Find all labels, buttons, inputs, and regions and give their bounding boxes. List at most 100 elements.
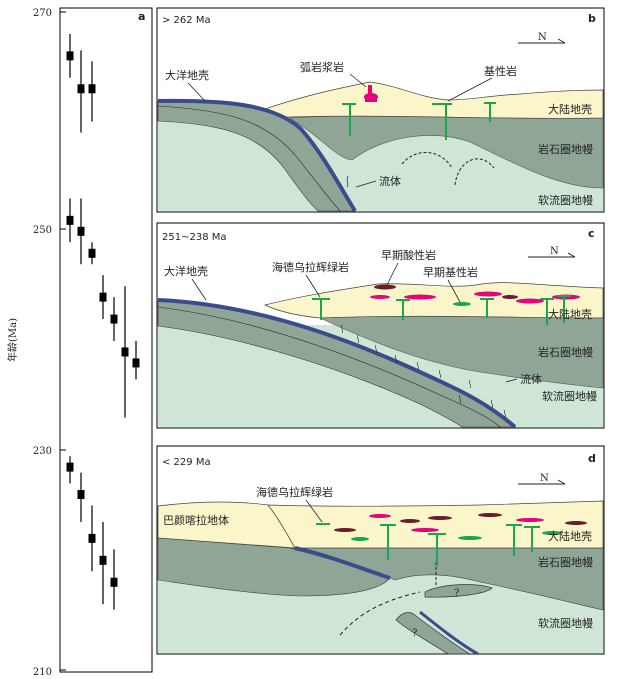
squiggle-c-2 <box>357 334 359 344</box>
north-arrow-c: N <box>528 246 576 258</box>
age-point <box>77 84 85 94</box>
label-asthenospheric-mantle-b: 软流圈地幔 <box>538 193 593 207</box>
tick-label-210: 210 <box>33 667 52 678</box>
felsic-lens-c-5 <box>516 298 544 304</box>
squiggle-c-8 <box>459 394 461 404</box>
squiggle-c-7 <box>469 379 471 389</box>
oceanic-slab-c <box>157 306 501 428</box>
felsic-lens-c-4 <box>474 291 502 297</box>
label-lithospheric-mantle-d: 岩石圈地幔 <box>538 555 593 569</box>
label-lithospheric-mantle-b: 岩石圈地幔 <box>538 142 593 156</box>
mafic-dike-2 <box>432 103 452 140</box>
detached-oceanic-crust <box>419 610 479 656</box>
mafic-dike-d-3 <box>506 524 522 556</box>
label-mafic-rock-b: 基性岩 <box>484 64 517 78</box>
label-continental-crust-d: 大陆地壳 <box>548 529 592 543</box>
panel-c: 251~238 Ma c N 大洋地壳 海德乌拉辉绿岩 早期酸性岩 早期基性岩 … <box>156 222 605 429</box>
north-label-d: N <box>540 473 549 484</box>
mafic-lens-c-1 <box>453 302 471 306</box>
continental-crust-b <box>261 81 604 119</box>
north-arrow-d: N <box>518 473 566 485</box>
age-point <box>99 292 107 302</box>
felsic-lens-c-3 <box>370 295 390 299</box>
age-axis-label: 年龄(Ma) <box>6 318 19 362</box>
mafic-dike-c-5 <box>557 295 571 323</box>
age-point <box>99 555 107 565</box>
leader-fluid-b <box>355 180 377 188</box>
label-fluid-c: 流体 <box>520 372 542 386</box>
detached-slab-2 <box>395 612 472 655</box>
tick-label-230: 230 <box>33 446 52 457</box>
panel-a: a 270 250 230 210 年龄(Ma) <box>6 7 153 678</box>
arc-magma-body <box>364 93 378 101</box>
panel-b: > 262 Ma b N 大洋地壳 弧岩浆岩 基性岩 大陆地壳 岩石圈地幔 流体… <box>156 7 605 213</box>
fluid-squiggle-b <box>346 175 349 188</box>
felsic-lens-d-7 <box>334 528 356 532</box>
label-bayankala-block: 巴颜喀拉地体 <box>163 513 229 527</box>
mafic-lens-d-3 <box>542 531 562 535</box>
label-early-felsic: 早期酸性岩 <box>381 248 436 262</box>
oceanic-crust-d <box>294 546 391 580</box>
squiggle-c-3 <box>375 344 377 354</box>
age-point <box>77 490 85 500</box>
label-arc-magma: 弧岩浆岩 <box>300 60 344 74</box>
squiggle-c-6 <box>439 369 441 379</box>
oceanic-crust-b <box>157 98 357 213</box>
leader-fluid-c <box>505 378 518 383</box>
squiggle-c-10 <box>504 409 506 419</box>
label-asthenospheric-mantle-d: 软流圈地幔 <box>538 616 593 630</box>
label-unknown-2: ? <box>412 628 417 639</box>
fluid-squiggles-c <box>341 324 506 419</box>
age-point <box>66 215 74 225</box>
oceanic-slab-b <box>157 105 341 212</box>
leader-early-mafic <box>447 279 461 303</box>
leader-oceanic-crust-b <box>187 82 206 102</box>
squiggle-c-4 <box>395 354 397 364</box>
felsic-lens-d-5 <box>516 518 544 522</box>
squiggle-c-9 <box>491 399 493 409</box>
felsic-lens-d-4 <box>478 513 502 517</box>
north-arrow-head-c <box>567 252 576 258</box>
north-arrow-head-b <box>557 38 566 44</box>
leader-early-felsic <box>386 262 399 286</box>
felsic-lens-d-8 <box>411 528 439 532</box>
convection-arrow-right <box>454 158 495 186</box>
mafic-dike-d-2 <box>428 533 446 566</box>
label-fluid-b: 流体 <box>379 174 401 188</box>
panel-b-age: > 262 Ma <box>162 15 211 26</box>
label-hadelaqi-gabbro-c: 海德乌拉辉绿岩 <box>272 260 349 274</box>
label-continental-crust-c: 大陆地壳 <box>548 307 592 321</box>
panel-a-frame <box>59 7 153 673</box>
panel-c-age: 251~238 Ma <box>162 232 227 243</box>
mafic-dike-c-2 <box>396 299 410 320</box>
panel-d: < 229 Ma d N 巴颜喀拉地体 海德乌拉辉绿岩 大陆地壳 岩石圈地幔 软… <box>156 445 605 656</box>
tick-label-250: 250 <box>33 225 52 236</box>
leader-hadelaqi-gabbro-d <box>305 499 323 523</box>
mafic-dike-d-4 <box>524 526 540 552</box>
mafic-dike-c-4 <box>540 298 554 325</box>
age-point <box>110 314 118 324</box>
panel-c-letter: c <box>588 227 595 240</box>
convection-arrow-left <box>401 152 453 169</box>
age-point <box>132 358 140 368</box>
leader-hadelaqi-gabbro-c <box>305 274 321 298</box>
mafic-dike-3 <box>484 102 496 122</box>
intrusions-d <box>316 513 587 566</box>
label-unknown-1: ? <box>454 588 459 599</box>
felsic-lens-c-7 <box>502 295 518 299</box>
intrusions-c <box>312 284 580 325</box>
detached-slab-1 <box>424 584 493 598</box>
age-point <box>88 533 96 543</box>
leader-oceanic-crust-c <box>191 278 207 301</box>
label-hadelaqi-gabbro-d: 海德乌拉辉绿岩 <box>256 485 333 499</box>
felsic-lens-c-1 <box>374 284 396 290</box>
mafic-dike-d-1 <box>380 524 396 560</box>
mafic-lens-d-1 <box>458 536 482 540</box>
label-early-mafic: 早期基性岩 <box>423 265 478 279</box>
north-arrow-head-d <box>557 479 566 485</box>
age-point <box>66 51 74 61</box>
age-error-bars <box>66 33 140 610</box>
squiggle-c-1 <box>341 324 343 334</box>
label-oceanic-crust-b: 大洋地壳 <box>165 68 209 82</box>
